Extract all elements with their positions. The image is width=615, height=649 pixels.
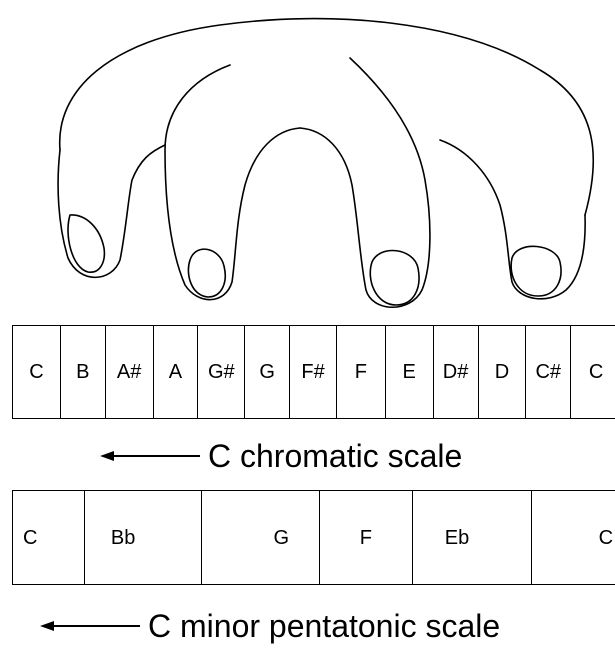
left-arrow-icon — [40, 618, 140, 634]
note-cell: D# — [434, 326, 479, 418]
chromatic-scale-caption: C chromatic scale — [100, 440, 462, 472]
note-cell: E — [386, 326, 434, 418]
note-cell: G — [202, 491, 320, 584]
note-cell: Eb — [413, 491, 533, 584]
pentatonic-scale-label: C minor pentatonic scale — [148, 610, 500, 642]
note-cell: G# — [198, 326, 245, 418]
fingernail-2 — [188, 249, 225, 297]
note-cell: D — [479, 326, 527, 418]
note-cell: C — [571, 326, 615, 418]
chromatic-scale-label: C chromatic scale — [208, 440, 462, 472]
hand-back-outline — [60, 19, 594, 215]
note-cell: A# — [106, 326, 154, 418]
note-cell: B — [61, 326, 106, 418]
finger-outline-3 — [300, 58, 430, 307]
note-cell: Bb — [85, 491, 203, 584]
finger-outline-2 — [165, 65, 300, 300]
left-arrow-icon — [100, 448, 200, 464]
note-cell: A — [154, 326, 199, 418]
fingernail-4 — [511, 246, 561, 296]
note-cell: F — [337, 326, 386, 418]
note-cell: C# — [526, 326, 571, 418]
note-cell: C — [532, 491, 615, 584]
note-cell: F# — [290, 326, 337, 418]
note-cell: C — [13, 326, 61, 418]
hand-illustration — [0, 0, 615, 320]
note-cell: F — [320, 491, 413, 584]
pentatonic-scale-caption: C minor pentatonic scale — [40, 610, 500, 642]
note-cell: C — [13, 491, 85, 584]
fingernail-3 — [370, 251, 419, 305]
note-cell: G — [245, 326, 290, 418]
fingernail-1 — [68, 215, 104, 272]
